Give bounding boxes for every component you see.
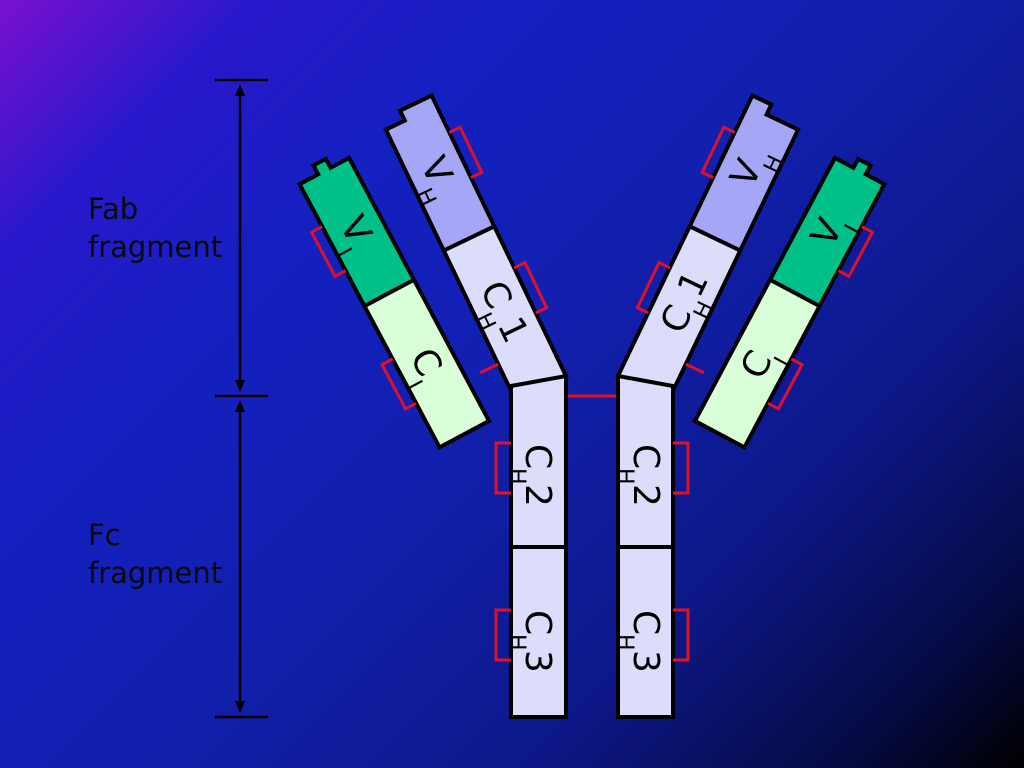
right-vh-domain: [687, 92, 801, 254]
right-ch3-domain: [616, 545, 675, 719]
left-vl-disulfide: [309, 225, 347, 279]
right-ch3-suffix: 3: [625, 650, 666, 673]
fc-fragment-label: Fc fragment: [88, 516, 222, 592]
left-ch2-suffix: 2: [517, 484, 558, 507]
right-vl-disulfide: [837, 225, 875, 279]
left-cl-disulfide: [379, 357, 417, 411]
right-ch2-suffix: 2: [625, 484, 666, 507]
right-heavy-arm: V H C H 1: [615, 92, 801, 394]
right-ch2-disulfide: [673, 441, 690, 495]
right-light-arm: V L C L: [692, 155, 888, 450]
left-light-arm: V L C L: [296, 155, 492, 450]
fc-label-line1: Fc: [88, 518, 121, 552]
fc-dimension-marker: [215, 400, 268, 719]
right-cl-disulfide: [767, 357, 805, 411]
left-vl-domain: [296, 155, 417, 309]
right-ch1-disulfide: [635, 260, 671, 315]
fab-fragment-label: Fab fragment: [88, 190, 222, 266]
left-ch1-disulfide: [513, 260, 549, 315]
left-heavy-arm: V H C H 1: [383, 92, 569, 394]
left-ch2-disulfide: [494, 441, 511, 495]
left-ch2-main: C: [517, 444, 558, 469]
left-vh-disulfide: [448, 125, 484, 179]
right-ch2-main: C: [625, 444, 666, 469]
fab-dimension-marker: [215, 78, 268, 398]
fab-arrow-down: [235, 380, 245, 392]
fab-arrow-up: [235, 84, 245, 96]
fc-arrow-up: [235, 400, 245, 412]
left-ch3-label: C H 3: [504, 610, 558, 673]
left-ch3-main: C: [517, 610, 558, 635]
left-ch2-label: C H 2: [504, 444, 558, 507]
right-ch2-sub: H: [612, 468, 637, 485]
right-ch3-disulfide: [673, 608, 690, 662]
fc-label-line2: fragment: [88, 556, 223, 590]
right-heavy-light-bond: [685, 362, 705, 375]
fab-label-line1: Fab: [88, 192, 139, 226]
fc-arrow-down: [235, 701, 245, 713]
right-ch3-label: C H 3: [612, 610, 666, 673]
left-ch3-domain: [509, 545, 568, 719]
left-vh-domain: [383, 92, 497, 254]
right-vh-disulfide: [700, 125, 736, 179]
left-fc-chain: C H 2 C H 3: [494, 373, 568, 719]
fab-label-line2: fragment: [88, 230, 223, 264]
right-vl-domain: [767, 155, 888, 309]
left-ch3-sub: H: [504, 634, 529, 651]
right-ch2-label: C H 2: [612, 444, 666, 507]
right-fc-chain: C H 2 C H 3: [612, 373, 690, 719]
left-heavy-light-bond: [479, 362, 499, 375]
right-ch3-sub: H: [612, 634, 637, 651]
left-ch2-sub: H: [504, 468, 529, 485]
left-ch3-disulfide: [494, 608, 511, 662]
left-ch3-suffix: 3: [517, 650, 558, 673]
right-ch3-main: C: [625, 610, 666, 635]
